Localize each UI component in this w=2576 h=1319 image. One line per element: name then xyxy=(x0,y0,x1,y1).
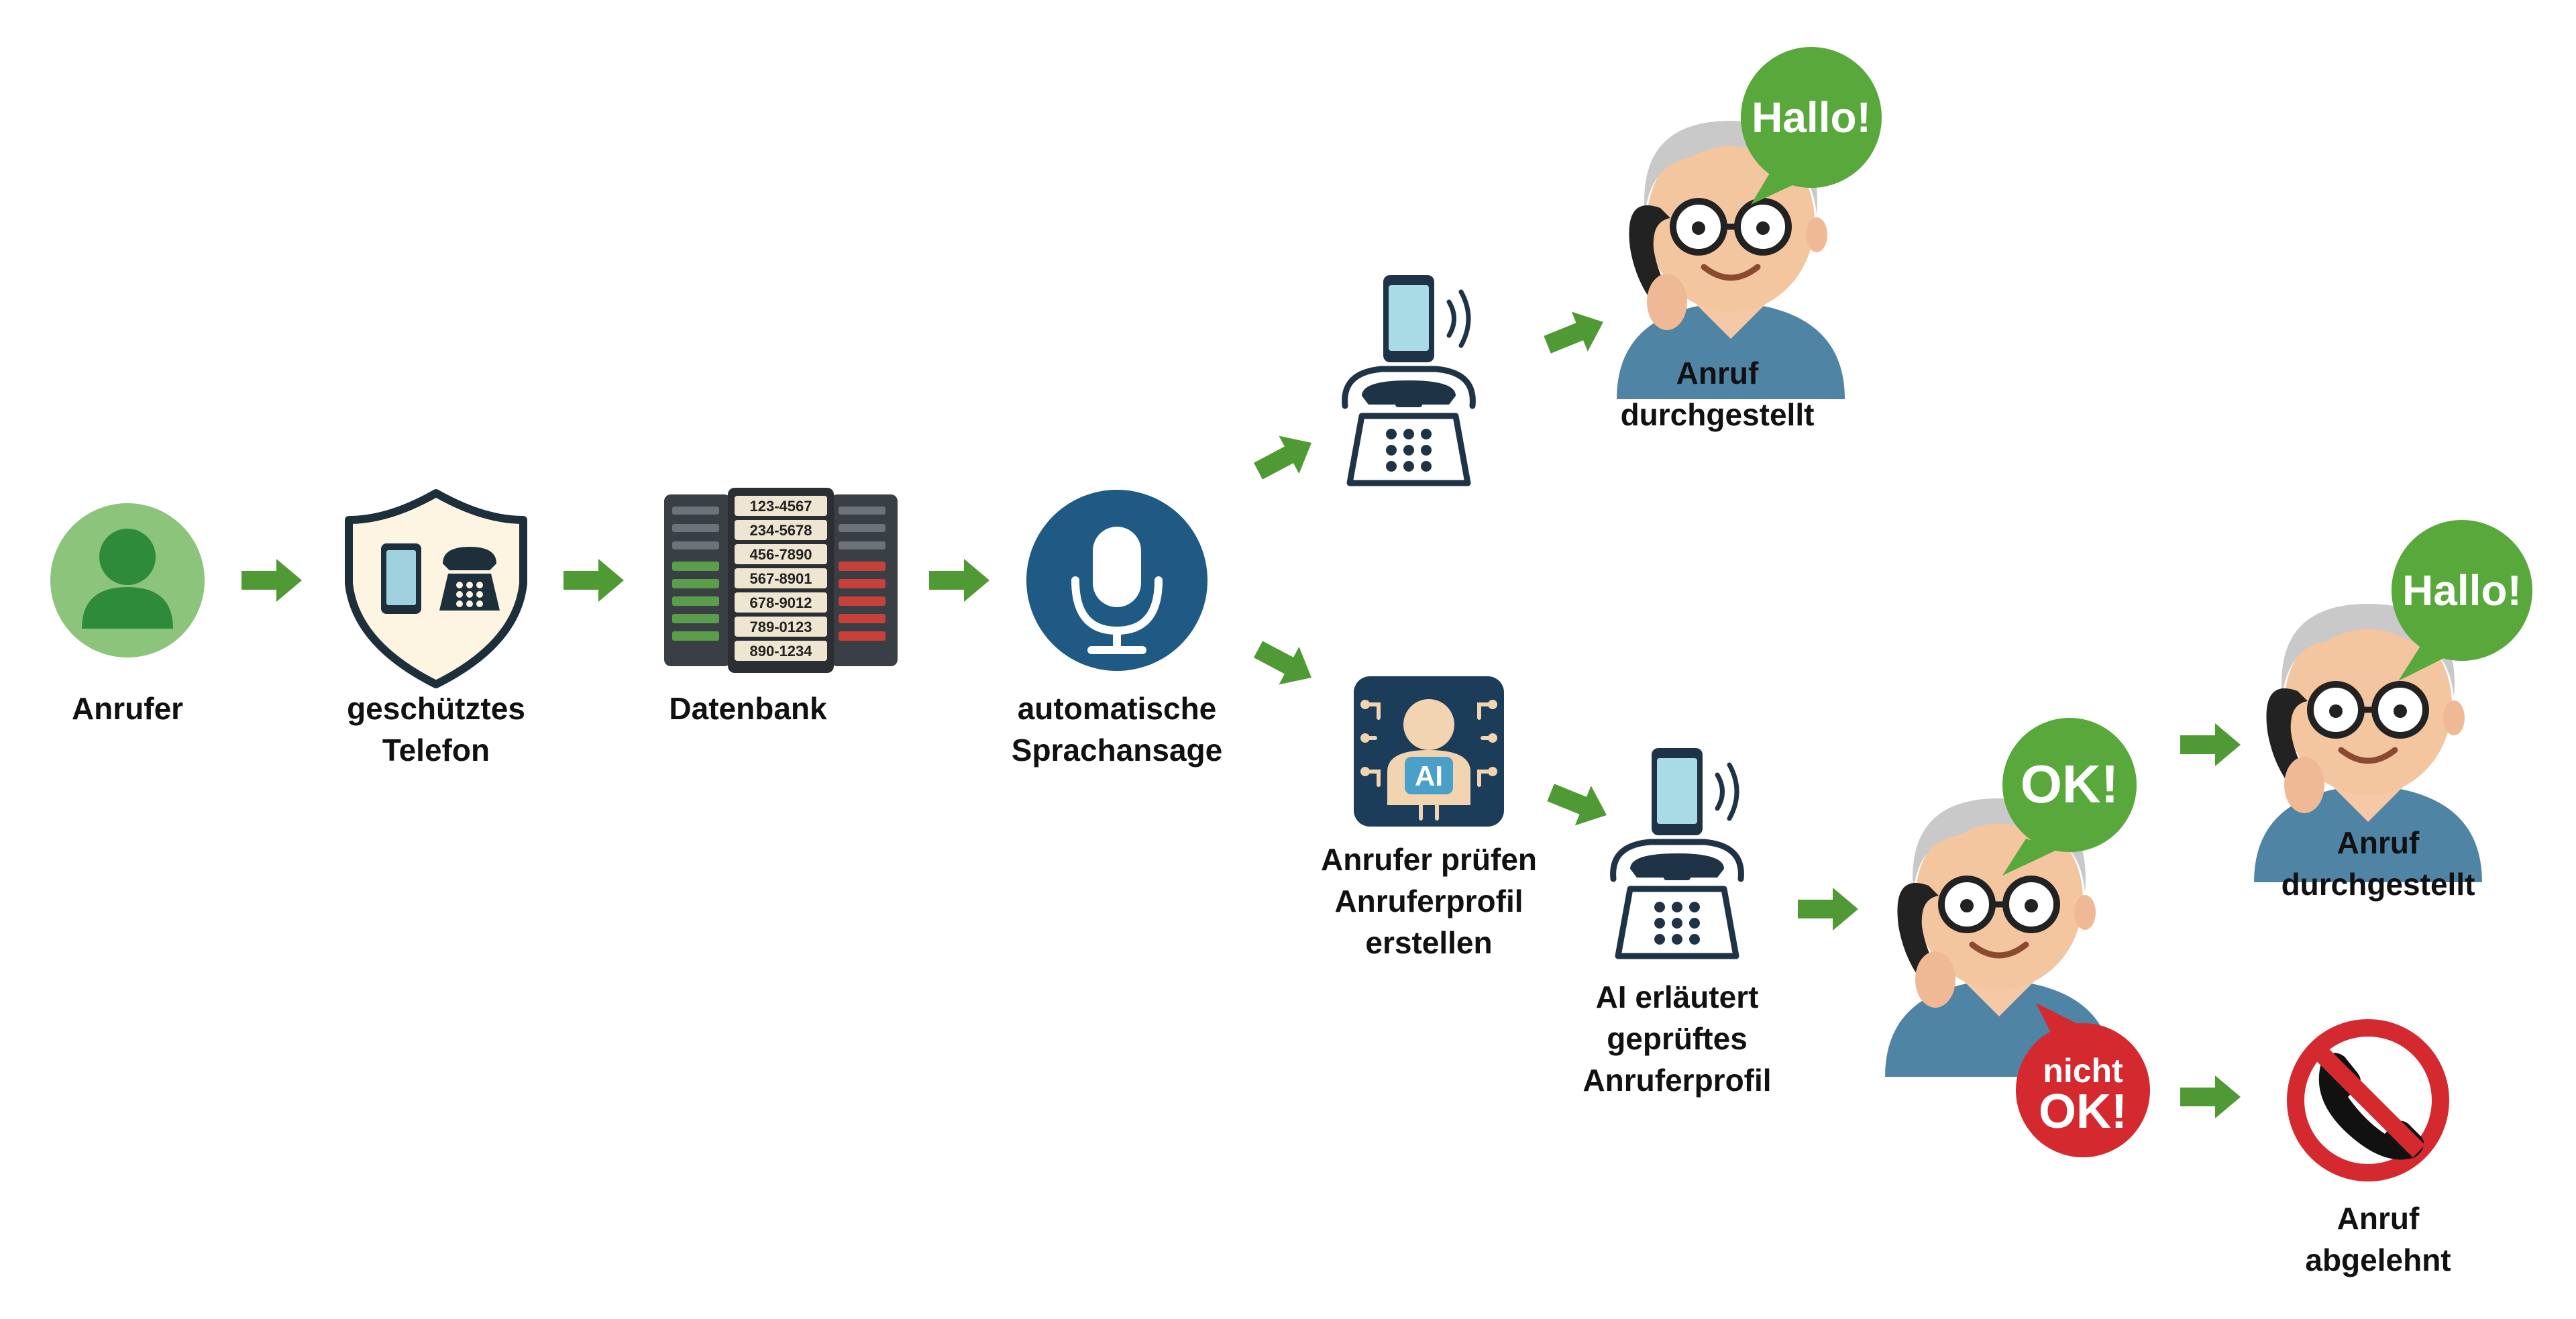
flow-arrow xyxy=(929,559,989,602)
database-number-row xyxy=(735,592,827,613)
ringing-phones-icon xyxy=(1613,748,1741,956)
flow-arrow xyxy=(241,559,302,602)
flow-arrow xyxy=(1248,423,1322,490)
database-number-row xyxy=(735,544,827,564)
voice-announcement-label: automatische Sprachansage xyxy=(1011,691,1223,768)
shield-phone-icon xyxy=(345,489,527,688)
flow-arrow xyxy=(564,559,624,602)
ai-explain-label: AI erläutert geprüftes Anruferprofil xyxy=(1582,980,1772,1098)
bubble-text: Hallo! xyxy=(1752,93,1871,142)
database-number: 456-7890 xyxy=(750,546,812,563)
speech-bubble-hallo: Hallo! xyxy=(1741,47,1882,205)
database-label: Datenbank xyxy=(669,691,827,726)
database-number: 123-4567 xyxy=(750,498,812,515)
database-number-row xyxy=(735,641,827,661)
bubble-text: nicht xyxy=(2043,1052,2123,1090)
flow-arrow xyxy=(2180,1075,2241,1118)
protected-phone-label: geschütztes Telefon xyxy=(347,691,525,768)
ai-profile-icon: AI xyxy=(1354,676,1504,827)
ai-badge: AI xyxy=(1415,760,1443,792)
ringing-phones-icon xyxy=(1345,275,1473,483)
ai-check-label: Anrufer prüfen Anruferprofil erstellen xyxy=(1321,842,1537,960)
microphone-icon xyxy=(1026,490,1208,671)
flow-arrow xyxy=(1798,888,1858,931)
flow-arrow xyxy=(2180,723,2241,766)
flow-arrow xyxy=(1248,630,1322,697)
rejected-label: Anruf abgelehnt xyxy=(2305,1201,2451,1277)
database-number: 678-9012 xyxy=(750,594,812,611)
database-number-row xyxy=(735,568,827,588)
speech-bubble-ok: OK! xyxy=(2002,718,2137,876)
speech-bubble-hallo: Hallo! xyxy=(2392,520,2532,681)
database-number: 567-8901 xyxy=(750,570,812,587)
bubble-text: Hallo! xyxy=(2402,566,2522,615)
server-rack-icon: 123-4567 234-5678 456-7890 567-8901 678-9012… xyxy=(664,488,898,673)
database-number-row xyxy=(735,520,827,540)
top-connected-label: Anruf durchgestellt xyxy=(1620,356,1815,432)
database-number-row xyxy=(735,496,827,516)
caller-label: Anrufer xyxy=(71,691,184,726)
no-phone-icon xyxy=(2287,1019,2449,1181)
database-number: 789-0123 xyxy=(750,619,812,635)
database-number: 890-1234 xyxy=(750,643,813,660)
bubble-text: OK! xyxy=(2039,1085,2127,1139)
speech-bubble-not-ok: nicht OK! xyxy=(2016,1003,2150,1157)
bottom-connected-label: Anruf durchgestellt xyxy=(2281,825,2475,902)
person-icon xyxy=(50,503,205,657)
flow-arrow xyxy=(1539,302,1611,365)
database-number-row xyxy=(735,617,827,637)
flow-arrow xyxy=(1542,772,1615,835)
bubble-text: OK! xyxy=(2021,754,2119,814)
database-number: 234-5678 xyxy=(750,522,812,539)
